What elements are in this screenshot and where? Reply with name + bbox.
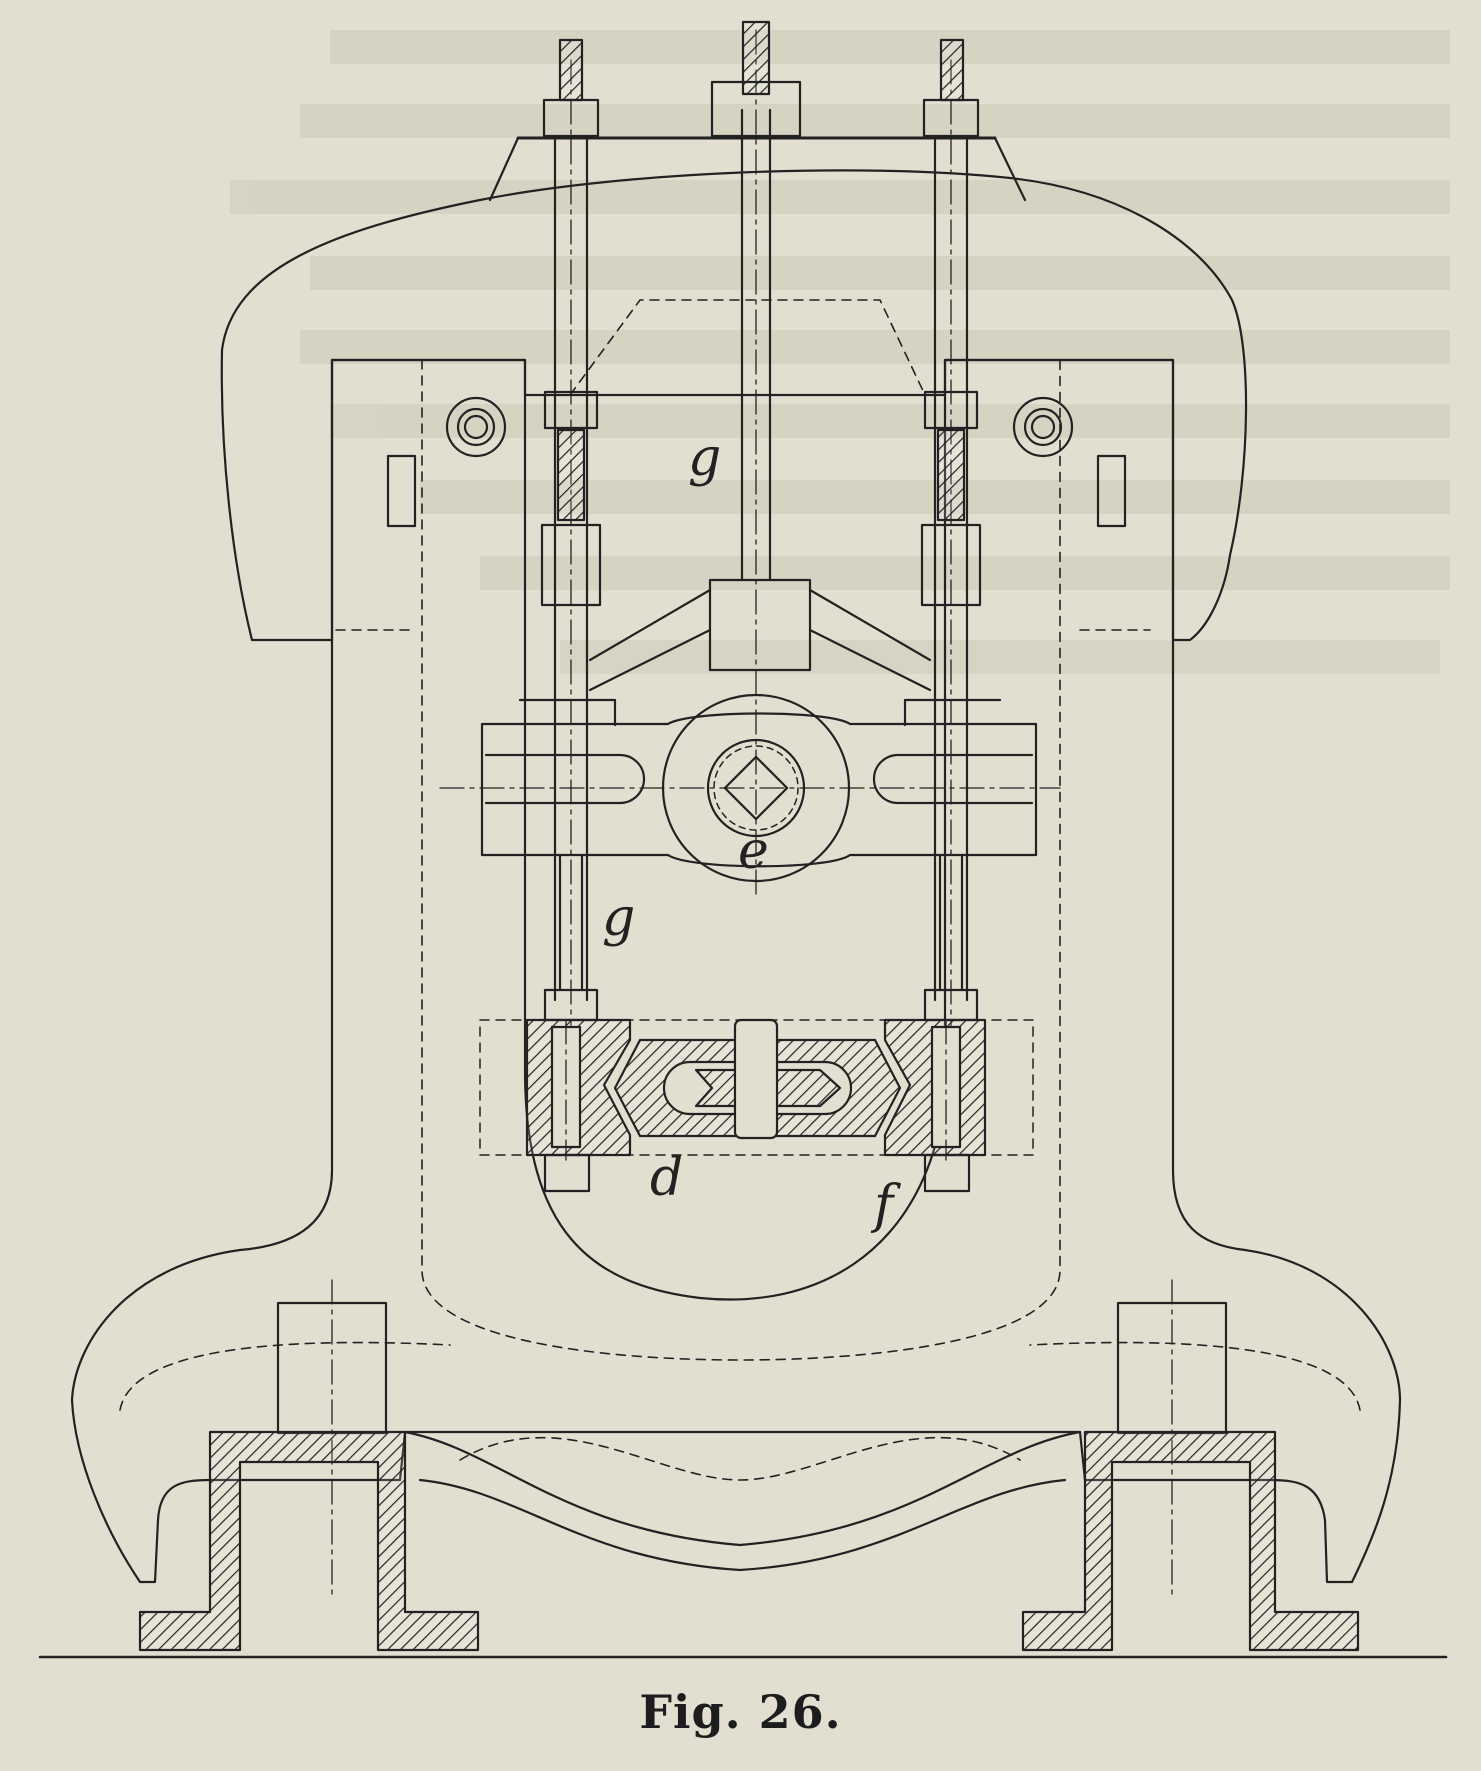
figure-caption: Fig. 26.: [639, 1685, 842, 1739]
frame-slot-left: [386, 454, 417, 528]
stud-thread-center: [741, 20, 771, 96]
stud-thread-left: [558, 38, 584, 102]
label-g-lower: g: [602, 888, 635, 948]
stud-thread-right: [939, 38, 965, 102]
show-through-texture: [230, 30, 1450, 674]
frame-bolt-left: [445, 396, 507, 458]
frame-slot-right: [1096, 454, 1127, 528]
bottom-nut-right: [923, 1153, 971, 1193]
top-nut-right: [922, 98, 980, 138]
top-nut-center: [710, 80, 802, 138]
bottom-nut-left: [543, 1153, 591, 1193]
base-rail-left: [138, 1430, 480, 1652]
base-cradle: [403, 1430, 1082, 1547]
die-pin: [733, 1018, 779, 1140]
label-e: e: [738, 821, 769, 881]
frame-outline: [70, 358, 1402, 1584]
center-spindle: [740, 29, 772, 901]
label-d: d: [650, 1148, 683, 1208]
tie-rod-left: [553, 59, 589, 1061]
top-bow: [220, 169, 1248, 642]
yoke-arms: [588, 588, 932, 692]
square-shaft: [723, 755, 789, 821]
frame-bolt-right: [1012, 396, 1074, 458]
tie-rod-right: [933, 59, 969, 1061]
top-nut-left: [542, 98, 600, 138]
base-rail-right: [1021, 1430, 1360, 1652]
coupling-left: [540, 523, 602, 607]
label-g-upper: g: [688, 428, 721, 488]
yoke-block: [708, 578, 812, 672]
coupling-right: [920, 523, 982, 607]
